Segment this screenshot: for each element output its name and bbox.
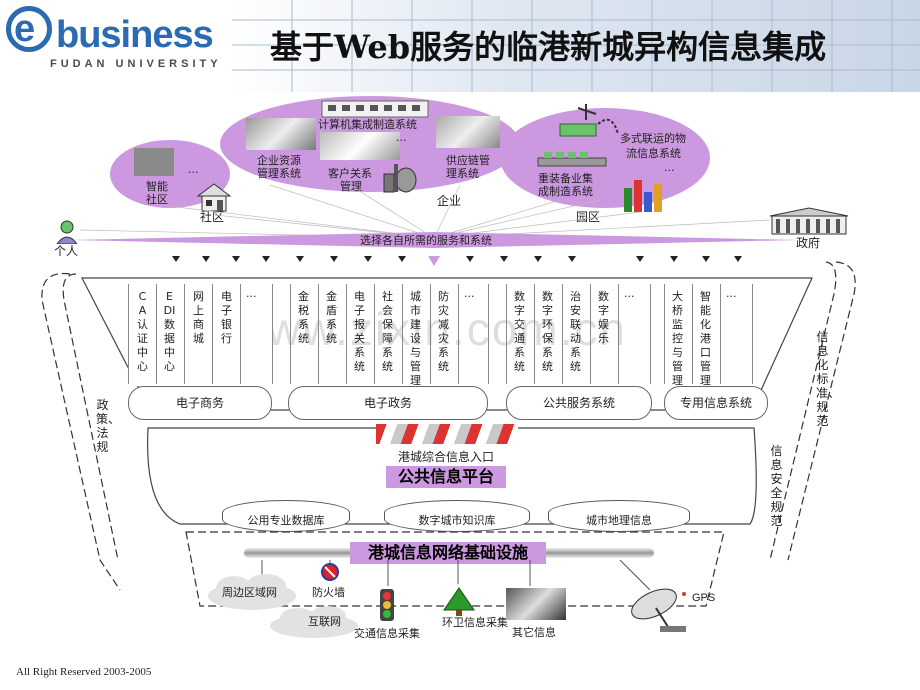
person-label: 个人 [54,244,79,258]
egov-col: 防灾减灾系统 [438,290,449,373]
person-icon [56,220,78,244]
group-label-special: 专用信息系统 [664,386,768,420]
egov-col: 金税系统 [298,290,309,345]
bar-chart-icon [624,180,662,212]
traffic-collection-label: 交通信息采集 [354,627,420,640]
erp-photo-icon [246,118,316,150]
park-item: 多式联运的物 [620,132,686,145]
building-background-icon [232,0,920,92]
portal-entrance: 港城综合信息入口 [398,450,495,464]
enterprise-item: 理系统 [446,167,479,180]
watermark: www.zixin.com.cn [232,303,627,355]
public-col: 数字娱乐 [598,290,609,345]
ecommerce-col: 电子银行 [221,290,232,345]
logo-subtitle: FUDAN UNIVERSITY [50,58,222,70]
community-label: 社区 [200,210,225,224]
cloud-icon [270,606,358,638]
park-item: 重装备业集 [538,172,593,185]
internet-label: 互联网 [308,615,341,628]
group-ecommerce-columns [128,284,272,386]
public-col: 治安联动系统 [570,290,581,373]
header-banner [232,0,920,92]
ecommerce-col: CA认证中心 [137,290,148,373]
sanitation-collection-label: 环卫信息采集 [442,616,508,629]
special-col: ··· [726,290,737,303]
logo-text: business [56,14,214,56]
crm-photo-icon [320,132,400,160]
enterprise-item-cims: 计算机集成制造系统 [318,118,417,131]
cloud-icon [208,574,296,610]
park-dots: ··· [664,164,675,177]
community-item: 社区 [146,193,168,206]
enterprise-label: 企业 [437,194,462,208]
network-infrastructure: 港城信息网络基础设施 [350,542,546,564]
egov-col: 社会保障系统 [382,290,393,373]
community-dots: ··· [188,166,199,179]
community-photo-icon [134,148,174,176]
logistics-icon [559,104,619,137]
enterprise-item: 供应链管 [446,154,490,167]
portal-banner-icon [376,424,518,444]
db-cylinder: 数字城市知识库 [384,500,530,532]
egov-col: 电子报关系统 [354,290,365,373]
public-info-platform: 公共信息平台 [386,466,506,488]
group-label-public: 公共服务系统 [506,386,652,420]
page-title: 基于Web服务的临港新城异构信息集成 [270,28,827,66]
db-cylinder: 城市地理信息 [548,500,690,532]
enterprise-item: 企业资源 [257,154,301,167]
no-entry-icon [321,563,339,581]
public-col: 数字交通系统 [514,290,525,373]
community-item: 智能 [146,180,168,193]
logo-e: e [14,8,36,50]
logo-ring [6,6,52,52]
ecommerce-col: 网上商城 [193,290,204,345]
security-label: 信息安全规范 [770,444,783,528]
other-info-photo-icon [506,588,566,620]
regional-network-label: 周边区域网 [222,586,277,599]
footer-copyright: All Right Reserved 2003-2005 [16,666,152,678]
enterprise-item: 管理 [340,180,362,193]
satellite-dish-icon [631,588,686,632]
public-col: ··· [624,290,635,303]
gps-label: GPS [692,592,716,604]
standards-label: 信息化标准、规范 [816,330,841,428]
plant-icon [383,164,417,193]
government-label: 政府 [796,236,821,250]
enterprise-dots: ··· [396,134,407,147]
egov-col: 金盾系统 [326,290,337,345]
enterprise-item: 管理系统 [257,167,301,180]
park-label: 园区 [576,210,601,224]
firewall-label: 防火墙 [312,586,345,599]
other-info-label: 其它信息 [512,626,556,639]
traffic-light-icon [380,589,394,621]
ecommerce-col: EDI数据中心 [163,290,176,373]
scm-photo-icon [436,116,500,148]
service-selection-text: 选择各自所需的服务和系统 [360,234,492,247]
connection-lines [70,184,800,266]
policy-label: 政策、法规 [96,398,121,454]
ship-icon [537,152,607,167]
government-building-icon [769,207,849,235]
ecommerce-col: ··· [246,290,257,303]
house-icon [196,183,232,212]
enterprise-item: 客户关系 [328,167,372,180]
factory-icon [321,100,429,118]
park-item: 流信息系统 [626,147,681,160]
group-label-egov: 电子政务 [288,386,488,420]
park-item: 成制造系统 [538,185,593,198]
group-label-ecommerce: 电子商务 [128,386,272,420]
tree-icon [443,587,475,616]
public-col: 数字环保系统 [542,290,553,373]
egov-col: ··· [464,290,475,303]
infrastructure-drop-lines [261,560,651,591]
db-cylinder: 公用专业数据库 [222,500,350,532]
